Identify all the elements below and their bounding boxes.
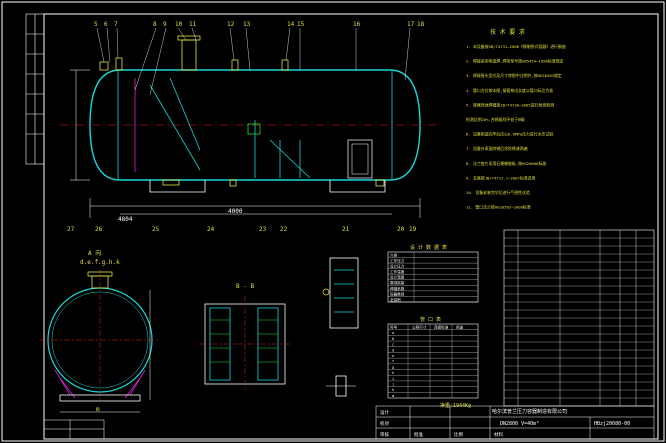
nozzle-table-row: f (392, 360, 394, 364)
design-table-row: 工作压力 (390, 258, 405, 263)
inner-length-dim: 4000 (228, 208, 243, 215)
bottom-balloon-numbers: 27 26 25 24 23 22 21 20 19 (67, 226, 417, 233)
balloon-number: 18 (417, 21, 425, 28)
design-table-row: 工作温度 (390, 269, 405, 274)
parts-list (503, 229, 655, 407)
nozzle-table-row: c (392, 343, 394, 347)
ladder-detail (322, 257, 359, 397)
tech-req-line: 检测比例20%,合格级别不低于Ⅲ级 (466, 117, 525, 122)
tech-req-line: 9. 支座按JB/T4712.1—2007标准选用 (466, 175, 536, 180)
balloon-number: 15 (297, 21, 305, 28)
approve-label: 批准 (414, 431, 423, 438)
nozzle-table-header: 用途 (456, 325, 464, 330)
nozzle-table-row: b (392, 337, 394, 341)
tech-req-line: 11. 管口法兰按HG20592—2009标准 (466, 205, 531, 210)
tech-req-line: 6. 设备制造完毕后应以0.6MPa压力进行水压试验 (466, 132, 553, 137)
tech-req-line: 3. 焊接接头型式及尺寸除图中注明外,按HG20583规定 (466, 73, 562, 78)
balloon-number: 5 (94, 21, 98, 28)
balloon-number: 20 (397, 226, 405, 233)
check-label: 校对 (380, 420, 389, 427)
balloon-number: 9 (163, 21, 167, 28)
design-table-row: 设计温度 (390, 275, 405, 280)
nozzle-table-row: g (392, 365, 394, 369)
balloon-number: 21 (342, 226, 350, 233)
balloon-number: 7 (114, 21, 118, 28)
tech-req-line: 2. 焊接采用电弧焊,焊条型号按GB5454—1996标准规定 (466, 59, 563, 64)
drawing-number: HBzj20080-00 (594, 421, 630, 427)
design-table-row: 全容积 (390, 297, 401, 302)
material-label: 材料 (494, 431, 503, 438)
balloon-number: 11 (189, 21, 197, 28)
design-table-title: 设 计 数 据 表 (410, 244, 447, 251)
tech-req-line: 1. 本设备按GB/T4731—2006《钢制卧式容器》进行制造 (466, 44, 566, 49)
inner-frame (43, 13, 659, 440)
balloon-number: 19 (409, 226, 417, 233)
balloon-number: 22 (280, 226, 288, 233)
balloon-number: 8 (153, 21, 157, 28)
vessel-shell (89, 69, 421, 181)
company-name: 哈尔滨普兰压力容器制造有限公司 (492, 408, 567, 415)
vessel-elevation (60, 27, 440, 218)
tech-req-line: 8. 法兰垫片采用石棉橡胶板,按HG20606标准 (466, 161, 546, 166)
balloon-number: 27 (67, 226, 75, 233)
nozzle-table-row: e (392, 354, 394, 358)
nozzle-table-row: i (392, 377, 394, 381)
balloon-number: 17 (407, 21, 415, 28)
end-view (40, 270, 160, 413)
title-block (375, 405, 655, 440)
balloon-number: 13 (243, 21, 251, 28)
nozzle-table-row: j (392, 382, 394, 386)
balloon-number: 23 (259, 226, 267, 233)
balloon-number: 12 (227, 21, 235, 28)
product-name: DN2800 V=40m³ (500, 421, 539, 427)
balloon-number: 16 (353, 21, 361, 28)
balloon-number: 25 (152, 226, 160, 233)
tech-req-line: 10. 设备安装完毕后进行气密性试验 (466, 190, 530, 195)
design-table-row: 腐蚀裕量 (390, 280, 405, 285)
review-label: 审核 (380, 431, 389, 438)
nozzle-table-row: k (392, 388, 395, 392)
tech-req-line: 5. 容器壳体焊缝按JB/T4730—2005进行射线检测 (466, 102, 554, 107)
left-margin-table (25, 13, 45, 165)
design-table-row: 焊缝系数 (390, 286, 405, 291)
design-table-row: 介质 (390, 252, 398, 257)
balloon-number: 14 (287, 21, 295, 28)
nozzle-table-row: a (392, 331, 394, 335)
design-table-row: 容器类别 (390, 291, 405, 296)
detail-top-label: d.e.f.g.h.k (80, 259, 120, 266)
tech-req-line: 4. 管口方位按本图,接管伸出长度以管口标注为准 (466, 88, 553, 93)
overall-length-dim: 4804 (118, 216, 133, 223)
nozzle-table-row: h (392, 371, 394, 375)
scale-label: 比例 (454, 431, 463, 438)
design-table-row: 设计压力 (390, 264, 405, 269)
balloon-number: 26 (95, 226, 103, 233)
balloon-number: 24 (207, 226, 215, 233)
section-bb (200, 296, 290, 392)
nozzle-table-title: 管 口 表 (420, 316, 441, 323)
nozzle-table-row: d (392, 348, 394, 352)
technical-requirements: 技 术 要 求 1. 本设备按GB/T4731—2006《钢制卧式容器》进行制造 2… (466, 28, 566, 210)
weight-label: 净重:1944Kg (440, 402, 471, 409)
nozzle-table-header: 连接标准 (434, 325, 449, 330)
balloon-number: 6 (104, 21, 108, 28)
detail-m-label: m (96, 406, 100, 413)
design-label: 设计 (380, 409, 389, 416)
nozzle-table-row: m (392, 394, 394, 398)
end-view-title: A 向 (88, 249, 101, 257)
section-bb-title: B - B (236, 283, 254, 290)
balloon-number: 10 (175, 21, 183, 28)
tech-req-line: 7. 设备外表面除锈后涂防锈漆两遍 (466, 146, 528, 151)
left-bottom-block (43, 419, 105, 440)
nozzle-table-header: 公称尺寸 (412, 325, 427, 330)
tech-req-title: 技 术 要 求 (490, 28, 525, 36)
nozzle-table-header: 符号 (390, 325, 398, 330)
